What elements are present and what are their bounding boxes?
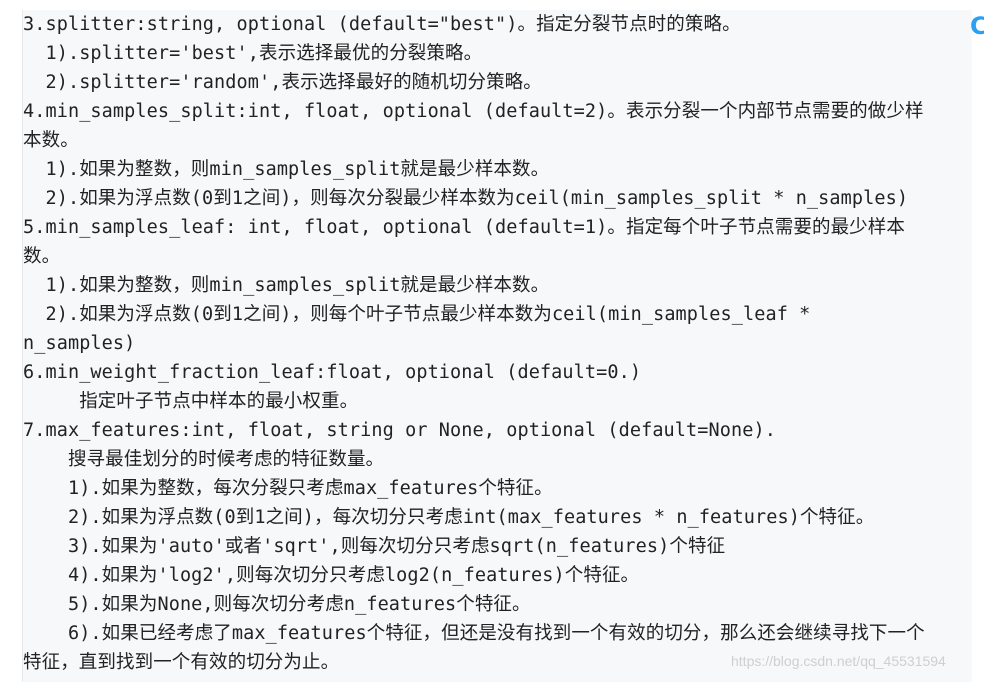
code-line: 6.min_weight_fraction_leaf:float, option… bbox=[23, 362, 642, 383]
code-line: 7.max_features:int, float, string or Non… bbox=[23, 420, 776, 441]
code-block: 3.splitter:string, optional (default="be… bbox=[22, 10, 972, 682]
code-line: 2).splitter='random',表示选择最好的随机切分策略。 bbox=[23, 72, 542, 93]
code-line: 3).如果为'auto'或者'sqrt',则每次切分只考虑sqrt(n_feat… bbox=[23, 536, 726, 557]
code-line: 3.splitter:string, optional (default="be… bbox=[23, 14, 741, 35]
code-line: 1).splitter='best',表示选择最优的分裂策略。 bbox=[23, 43, 483, 64]
code-line: 6).如果已经考虑了max_features个特征，但还是没有找到一个有效的切分… bbox=[23, 623, 925, 644]
code-line: 搜寻最佳划分的时候考虑的特征数量。 bbox=[23, 449, 385, 470]
code-line: 2).如果为浮点数(0到1之间)，每次切分只考虑int(max_features… bbox=[23, 507, 875, 528]
code-line: 数。 bbox=[23, 246, 61, 267]
code-line: 4.min_samples_split:int, float, optional… bbox=[23, 101, 924, 122]
code-line: 1).如果为整数，每次分裂只考虑max_features个特征。 bbox=[23, 478, 553, 499]
code-line: n_samples) bbox=[23, 333, 136, 354]
code-line: 5.min_samples_leaf: int, float, optional… bbox=[23, 217, 905, 238]
code-line: 指定叶子节点中样本的最小权重。 bbox=[23, 391, 359, 412]
code-line: 本数。 bbox=[23, 130, 79, 151]
code-line: 特征，直到找到一个有效的切分为止。 bbox=[23, 652, 340, 673]
csdn-side-badge[interactable]: C bbox=[970, 12, 984, 40]
blog-watermark: https://blog.csdn.net/qq_45531594 bbox=[731, 653, 946, 669]
code-line: 5).如果为None,则每次切分考虑n_features个特征。 bbox=[23, 594, 531, 615]
code-line: 1).如果为整数，则min_samples_split就是最少样本数。 bbox=[23, 159, 550, 180]
code-line: 2).如果为浮点数(0到1之间)，则每个叶子节点最少样本数为ceil(min_s… bbox=[23, 304, 811, 325]
code-line: 2).如果为浮点数(0到1之间)，则每次分裂最少样本数为ceil(min_sam… bbox=[23, 188, 909, 209]
code-line: 1).如果为整数，则min_samples_split就是最少样本数。 bbox=[23, 275, 550, 296]
code-line: 4).如果为'log2',则每次切分只考虑log2(n_features)个特征… bbox=[23, 565, 640, 586]
